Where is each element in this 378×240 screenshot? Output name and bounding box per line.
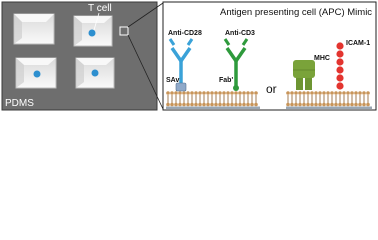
- icam-bead: [336, 66, 344, 74]
- or-label: or: [266, 82, 277, 96]
- zoom-box: [119, 26, 129, 36]
- icam-bead: [336, 50, 344, 58]
- lipid-bilayer: [166, 91, 260, 109]
- t-cell: [33, 70, 41, 78]
- zoom-line: [127, 2, 164, 28]
- icam-bead: [336, 74, 344, 82]
- microwell: [13, 13, 55, 45]
- anti-cd28-label: Anti-CD28: [168, 30, 202, 37]
- apc-mimic-figure: T cell PDMS Antigen presenting cell (APC…: [1, 1, 377, 111]
- pdms-panel: T cell PDMS: [1, 1, 158, 111]
- t-cell: [88, 29, 96, 37]
- mhc-molecule: [293, 60, 315, 90]
- pdms-label: PDMS: [5, 98, 34, 109]
- sav-block: [175, 82, 187, 92]
- anti-cd3-label: Anti-CD3: [225, 30, 255, 37]
- icam-1-molecule: [336, 42, 344, 90]
- sav-label: SAv: [166, 77, 179, 84]
- zoom-line: [127, 34, 164, 110]
- icam-bead: [336, 82, 344, 90]
- icam-1-label: ICAM-1: [346, 40, 370, 47]
- t-cell: [91, 69, 99, 77]
- microwell: [73, 15, 113, 47]
- t-cell-pointer: [93, 12, 100, 31]
- anti-cd28-antibody: [168, 38, 194, 92]
- anti-cd3-antibody: [223, 38, 249, 91]
- apc-title: Antigen presenting cell (APC) Mimic: [220, 7, 372, 18]
- apc-panel: Antigen presenting cell (APC) Mimic Anti…: [162, 1, 377, 111]
- icam-bead: [336, 42, 344, 50]
- fab-label: Fab': [219, 77, 233, 84]
- mhc-label: MHC: [314, 55, 330, 62]
- lipid-bilayer: [286, 91, 372, 109]
- microwell: [75, 57, 115, 89]
- t-cell-label: T cell: [88, 3, 112, 14]
- microwell: [15, 57, 57, 89]
- icam-bead: [336, 58, 344, 66]
